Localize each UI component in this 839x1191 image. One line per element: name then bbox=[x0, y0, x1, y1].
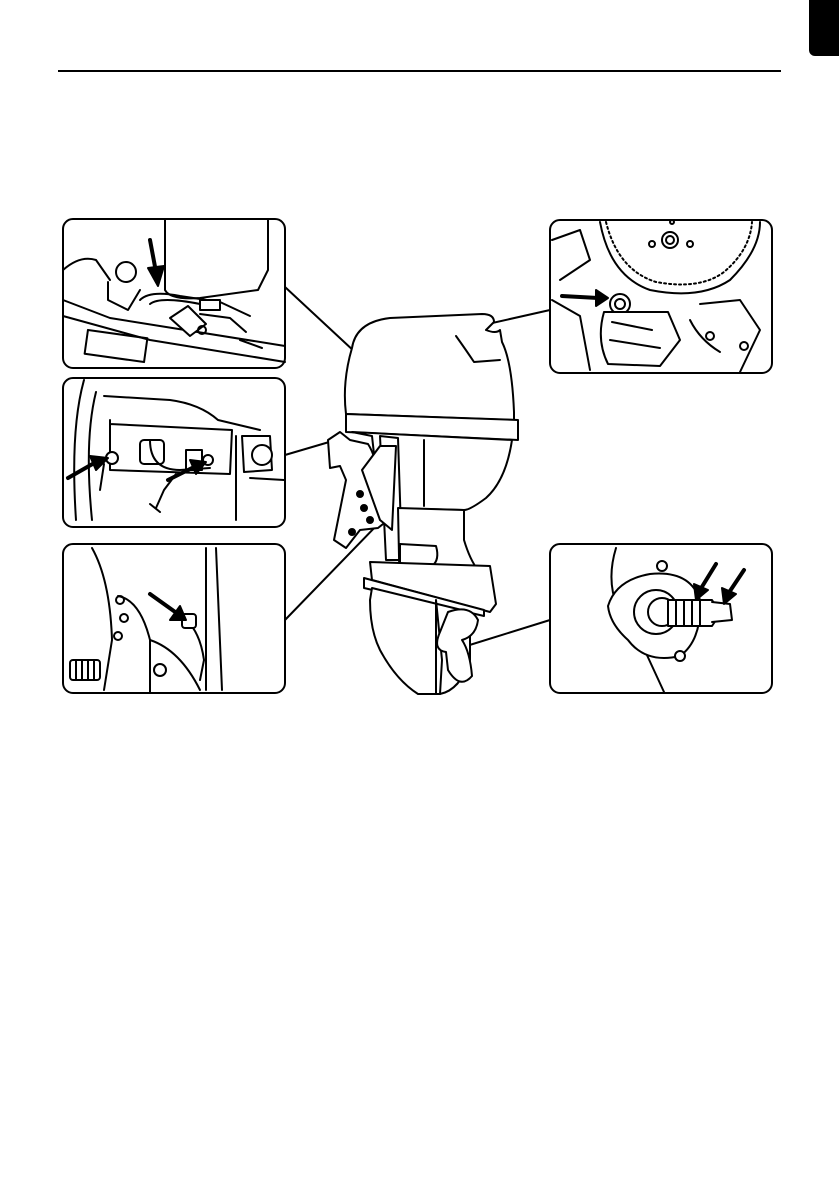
detail-view-mount-grease bbox=[63, 544, 285, 693]
top-cowling bbox=[345, 314, 514, 420]
outboard-motor bbox=[328, 314, 518, 694]
detail-view-propeller-shaft bbox=[550, 544, 772, 693]
detail-view-bracket-grease bbox=[63, 378, 285, 527]
leader-line-mount bbox=[285, 520, 382, 620]
detail-view-starter-gear bbox=[550, 220, 772, 373]
detail-view-engine-wiring bbox=[63, 219, 285, 368]
